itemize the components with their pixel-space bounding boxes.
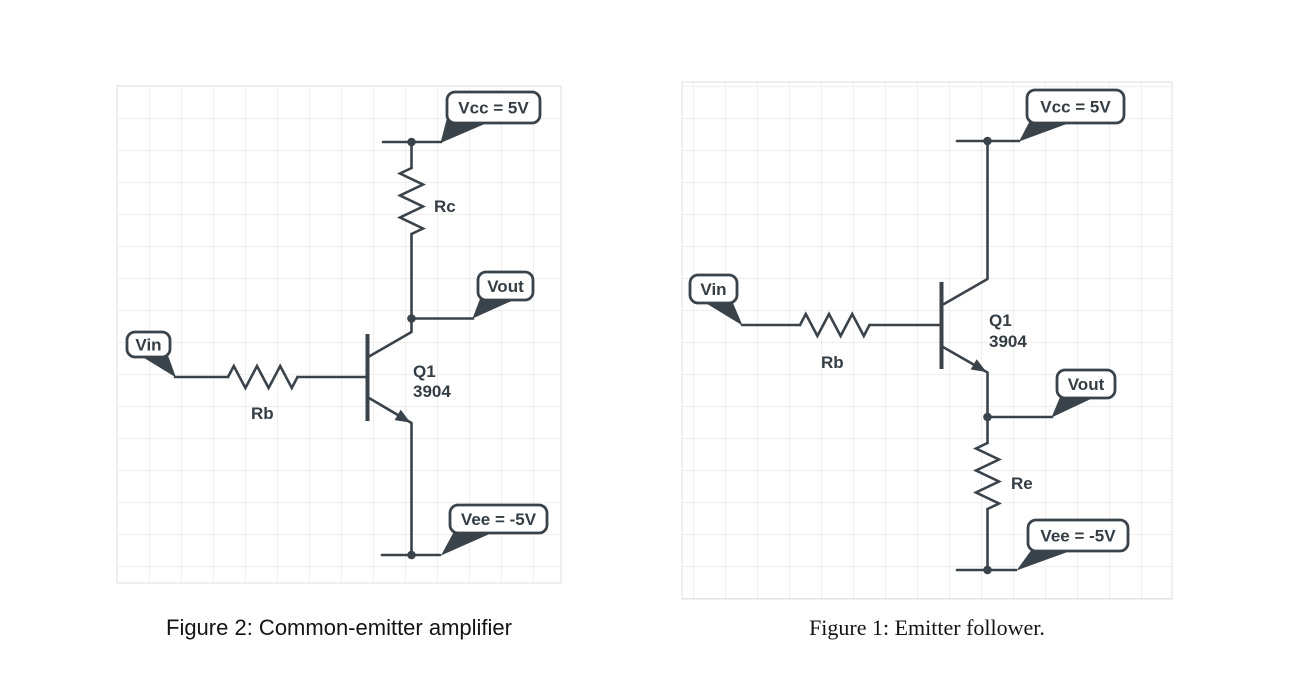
resistor-re (972, 441, 1003, 511)
flag-vee: Vee = -5V (441, 503, 549, 556)
caption-figure-1: Figure 1: Emitter follower. (809, 615, 1045, 640)
junction-dot (983, 136, 992, 146)
figure-emitter-follower: Vcc = 5V Vin Vout Vee = -5V Rb Re Q1 390… (681, 81, 1173, 600)
flag-label: Vcc = 5V (1040, 98, 1111, 117)
figure-common-emitter: Vcc = 5V Vout Vin Vee = -5V Rc Rb Q1 390… (116, 85, 562, 584)
label-transistor-part: 3904 (413, 382, 451, 401)
label-transistor-part: 3904 (989, 332, 1027, 351)
grid-paper (681, 81, 1173, 600)
flag-box (448, 503, 549, 535)
flag-label: Vin (135, 336, 161, 355)
collector-wire (367, 232, 413, 358)
flag-label: Vcc = 5V (458, 99, 529, 118)
junction-dot (407, 314, 416, 323)
resistor-rc (396, 166, 427, 236)
label-rc: Rc (434, 197, 456, 216)
npn-emitter-arrow-icon (394, 409, 411, 423)
flag-vcc: Vcc = 5V (440, 90, 542, 143)
caption-figure-2: Figure 2: Common-emitter amplifier (166, 615, 512, 640)
flag-vcc: Vcc = 5V (1019, 88, 1126, 142)
flag-box (125, 330, 172, 359)
flag-box (476, 270, 535, 302)
flag-label: Vin (700, 280, 726, 299)
junction-dot (983, 565, 992, 575)
flag-label: Vout (1068, 375, 1105, 394)
junction-dot (407, 137, 416, 147)
flag-box (1025, 88, 1126, 125)
junction-dot (407, 550, 416, 560)
resistor-rb (798, 311, 871, 339)
flag-label: Vout (487, 277, 524, 296)
npn-emitter-arrow-icon (970, 359, 987, 372)
flag-box (445, 90, 542, 125)
grid-paper (116, 85, 562, 584)
label-transistor-ref: Q1 (989, 311, 1012, 330)
flag-label: Vee = -5V (461, 510, 537, 529)
resistor-rb (226, 363, 299, 391)
label-rb: Rb (821, 353, 844, 372)
flag-box (688, 273, 739, 305)
emitter-wire (367, 396, 413, 557)
flag-box (1026, 518, 1130, 553)
label-re: Re (1011, 474, 1033, 493)
label-transistor-ref: Q1 (413, 362, 436, 381)
junction-dot (983, 412, 992, 422)
collector-wire (942, 139, 989, 306)
flag-box (1055, 368, 1117, 400)
flag-vout: Vout (472, 270, 535, 319)
label-rb: Rb (251, 404, 274, 423)
flag-label: Vee = -5V (1040, 527, 1116, 546)
flag-vout: Vout (1051, 368, 1117, 418)
flag-vin: Vin (125, 330, 176, 378)
flag-vee: Vee = -5V (1016, 518, 1130, 571)
flag-vin: Vin (688, 273, 743, 326)
